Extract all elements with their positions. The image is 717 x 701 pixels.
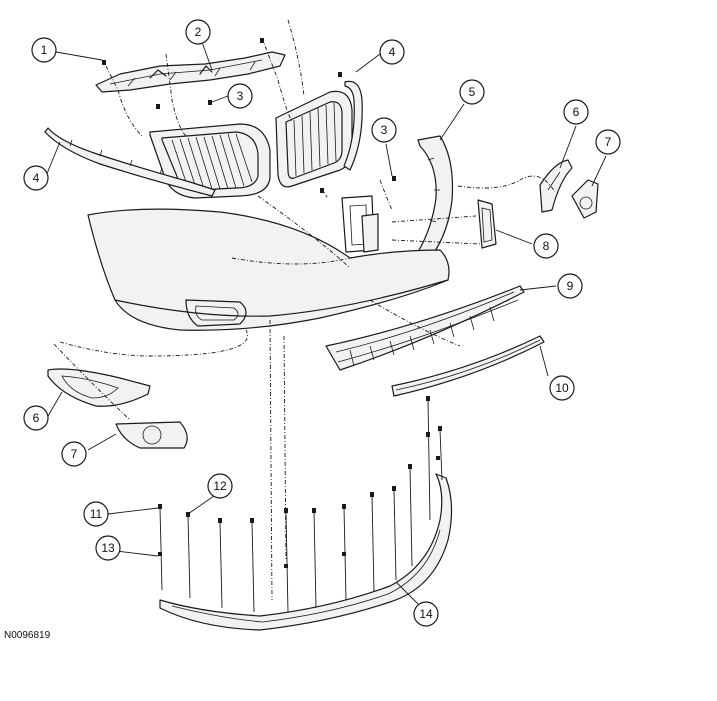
callout-10: 10	[549, 375, 575, 401]
svg-text:4: 4	[389, 45, 396, 59]
callout-4-second: 4	[23, 165, 49, 191]
callout-7-second: 7	[61, 441, 87, 467]
callout-3-second: 3	[371, 117, 397, 143]
installation-paths	[53, 19, 556, 601]
left-fog-lamp-cover-part	[115, 421, 188, 449]
svg-text:6: 6	[33, 411, 40, 425]
lower-grille-part	[325, 285, 525, 371]
svg-text:11: 11	[90, 507, 103, 521]
callout-2: 2	[185, 19, 211, 45]
callout-5: 5	[459, 79, 485, 105]
right-side-bracket-part	[417, 135, 454, 259]
callout-14: 14	[413, 601, 439, 627]
callout-13: 13	[95, 535, 121, 561]
callout-9: 9	[557, 273, 583, 299]
right-upper-molding-part	[343, 80, 363, 171]
svg-text:6: 6	[573, 105, 580, 119]
svg-text:4: 4	[33, 171, 40, 185]
callout-6: 6	[563, 99, 589, 125]
svg-text:12: 12	[213, 479, 227, 493]
svg-text:7: 7	[71, 447, 78, 461]
svg-text:5: 5	[469, 85, 476, 99]
svg-text:7: 7	[605, 135, 612, 149]
fasteners	[102, 38, 443, 613]
callout-11: 11	[83, 501, 109, 527]
figure-reference: N0096819	[4, 630, 51, 641]
svg-text:14: 14	[419, 607, 433, 621]
callout-8: 8	[533, 233, 559, 259]
svg-text:1: 1	[41, 43, 48, 57]
callout-4: 4	[379, 39, 405, 65]
callout-7: 7	[595, 129, 621, 155]
right-lamp-bezel-part	[539, 159, 573, 213]
svg-text:8: 8	[543, 239, 550, 253]
bumper-cover-part	[87, 195, 450, 331]
callout-6-second: 6	[23, 405, 49, 431]
lower-valance-part	[159, 473, 453, 631]
svg-text:2: 2	[195, 25, 202, 39]
callout-3: 3	[227, 83, 253, 109]
callout-1: 1	[31, 37, 57, 63]
right-grille-part	[275, 90, 353, 188]
callout-leaders	[45, 41, 607, 605]
lower-chrome-strip-part	[391, 335, 545, 397]
left-lamp-bezel-part	[47, 368, 151, 407]
right-fog-lamp-cover-part	[571, 179, 599, 219]
svg-text:3: 3	[381, 123, 388, 137]
svg-text:10: 10	[555, 381, 569, 395]
emblem-part	[361, 199, 497, 253]
left-upper-molding-part	[44, 127, 216, 197]
callout-12: 12	[207, 473, 233, 499]
upper-bracket-part	[95, 51, 286, 93]
left-grille-part	[149, 123, 271, 199]
svg-text:13: 13	[101, 541, 115, 555]
svg-text:9: 9	[567, 279, 574, 293]
svg-text:3: 3	[237, 89, 244, 103]
